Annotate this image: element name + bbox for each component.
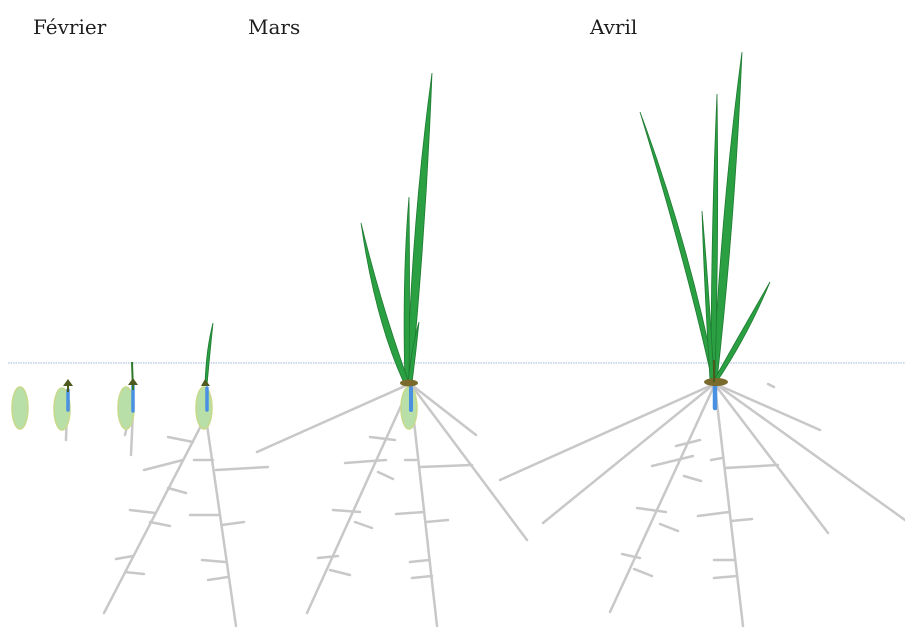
- leaf: [403, 196, 410, 384]
- lateral-root: [658, 522, 680, 533]
- seed: [195, 386, 213, 430]
- lateral-root: [650, 454, 695, 468]
- leaf: [360, 222, 410, 384]
- leaf: [713, 281, 771, 381]
- lateral-root: [166, 486, 188, 495]
- shoot-tip-arrow: [201, 379, 210, 386]
- root: [204, 416, 238, 628]
- lateral-root: [214, 465, 270, 472]
- crown-root: [411, 384, 478, 437]
- seed: [53, 387, 71, 431]
- lateral-root: [424, 518, 450, 524]
- lateral-root: [343, 458, 388, 465]
- crown-root: [713, 384, 745, 628]
- stage-emergence: [117, 361, 138, 457]
- month-label-february: Février: [33, 15, 107, 39]
- root: [102, 416, 207, 615]
- crown-root: [410, 384, 529, 542]
- lateral-root: [410, 574, 434, 580]
- leaves: [360, 72, 433, 384]
- lateral-root: [635, 506, 668, 514]
- lateral-root: [712, 574, 739, 580]
- lateral-root: [142, 458, 185, 472]
- stage-seed: [11, 386, 29, 430]
- crown-root: [541, 383, 715, 525]
- crown-root: [716, 383, 822, 432]
- lateral-root: [331, 508, 362, 514]
- stage-germination: [53, 379, 73, 442]
- leaf: [639, 111, 717, 381]
- root-system: [102, 416, 270, 628]
- lateral-root: [368, 435, 397, 442]
- lateral-root: [418, 463, 474, 469]
- leaf: [712, 51, 743, 381]
- lateral-root: [123, 570, 146, 576]
- crown-root: [408, 384, 439, 628]
- leaf: [204, 322, 214, 386]
- lateral-root: [114, 554, 135, 561]
- root-system: [255, 384, 529, 628]
- lateral-root: [632, 567, 654, 578]
- lateral-root: [709, 456, 724, 462]
- lateral-root: [353, 520, 374, 530]
- lateral-root: [376, 470, 395, 481]
- month-label-march: Mars: [248, 15, 301, 39]
- crown-root: [255, 384, 407, 454]
- lateral-root: [723, 463, 780, 470]
- lateral-root: [328, 568, 352, 577]
- lateral-root: [220, 520, 246, 527]
- lateral-root: [766, 382, 776, 389]
- crown-root: [305, 384, 412, 615]
- lateral-root: [674, 438, 702, 448]
- stage-march: [255, 72, 529, 628]
- lateral-root: [128, 508, 157, 515]
- lateral-root: [729, 517, 754, 523]
- leaf: [710, 93, 719, 381]
- seed: [11, 386, 29, 430]
- crown-root: [498, 383, 714, 482]
- lateral-root: [394, 510, 426, 516]
- shoot-tip-arrow: [63, 379, 73, 386]
- leaf: [407, 321, 420, 384]
- lateral-root: [316, 554, 340, 560]
- shoot-stem: [131, 361, 134, 391]
- leaves: [639, 51, 771, 381]
- lateral-root: [408, 558, 431, 564]
- stage-april: [498, 51, 905, 628]
- stage-first-leaf: [102, 322, 270, 628]
- lateral-root: [166, 435, 195, 444]
- lateral-root: [696, 510, 731, 518]
- month-label-april: Avril: [590, 15, 638, 39]
- leaf: [701, 210, 715, 381]
- leaf: [406, 72, 433, 384]
- shoot-tip-arrow: [128, 378, 138, 385]
- lateral-root: [200, 558, 227, 564]
- crown-root: [714, 384, 830, 535]
- lateral-root: [620, 552, 642, 560]
- crown-root: [715, 383, 905, 522]
- root-system: [498, 382, 905, 628]
- crown: [400, 379, 418, 387]
- crown-root: [608, 384, 716, 614]
- lateral-root: [206, 575, 230, 582]
- crown: [704, 378, 728, 386]
- lateral-root: [148, 520, 172, 528]
- lateral-root: [682, 474, 703, 483]
